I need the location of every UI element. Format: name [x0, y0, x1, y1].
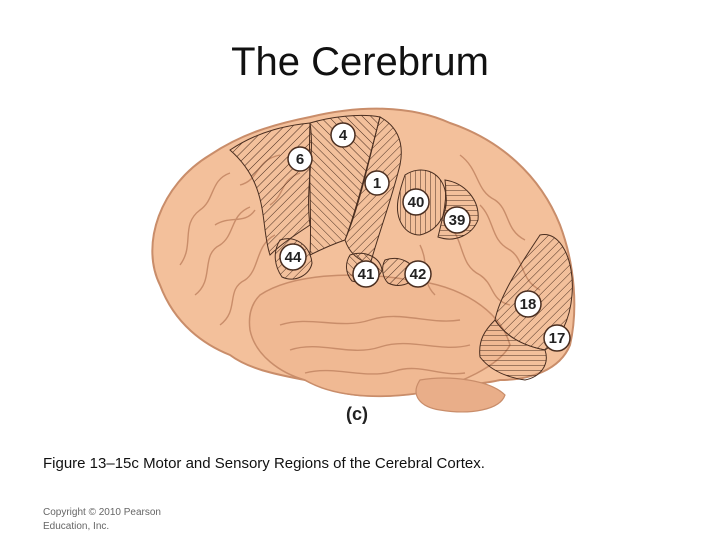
area-17-region — [479, 319, 547, 381]
copyright-line-2: Education, Inc. — [43, 521, 110, 532]
area-label-4: 4 — [330, 122, 356, 148]
svg-text:39: 39 — [449, 212, 466, 229]
copyright-notice: Copyright © 2010 Pearson Education, Inc. — [43, 506, 213, 534]
svg-text:40: 40 — [408, 194, 425, 211]
slide-title: The Cerebrum — [231, 40, 489, 84]
svg-text:41: 41 — [358, 266, 375, 283]
svg-text:44: 44 — [285, 249, 302, 266]
svg-text:17: 17 — [549, 330, 566, 347]
brain-illustration: 4 6 1 40 39 44 41 42 — [151, 107, 576, 424]
svg-text:6: 6 — [296, 151, 304, 168]
area-label-6: 6 — [287, 146, 313, 172]
svg-text:18: 18 — [520, 296, 537, 313]
area-label-18: 18 — [514, 290, 542, 318]
area-label-41: 41 — [352, 260, 380, 288]
area-label-39: 39 — [443, 206, 471, 234]
area-label-17: 17 — [543, 324, 571, 352]
brain-figure: 4 6 1 40 39 44 41 42 — [120, 95, 600, 435]
figure-caption: Figure 13–15c Motor and Sensory Regions … — [43, 455, 485, 472]
copyright-line-1: Copyright © 2010 Pearson — [43, 507, 161, 518]
area-label-42: 42 — [404, 260, 432, 288]
area-label-40: 40 — [402, 188, 430, 216]
svg-text:1: 1 — [373, 175, 381, 192]
area-label-1: 1 — [364, 170, 390, 196]
area-label-44: 44 — [279, 243, 307, 271]
svg-text:42: 42 — [410, 266, 427, 283]
panel-label: (c) — [346, 404, 368, 424]
cerebellum — [415, 377, 506, 413]
svg-text:4: 4 — [339, 127, 348, 144]
